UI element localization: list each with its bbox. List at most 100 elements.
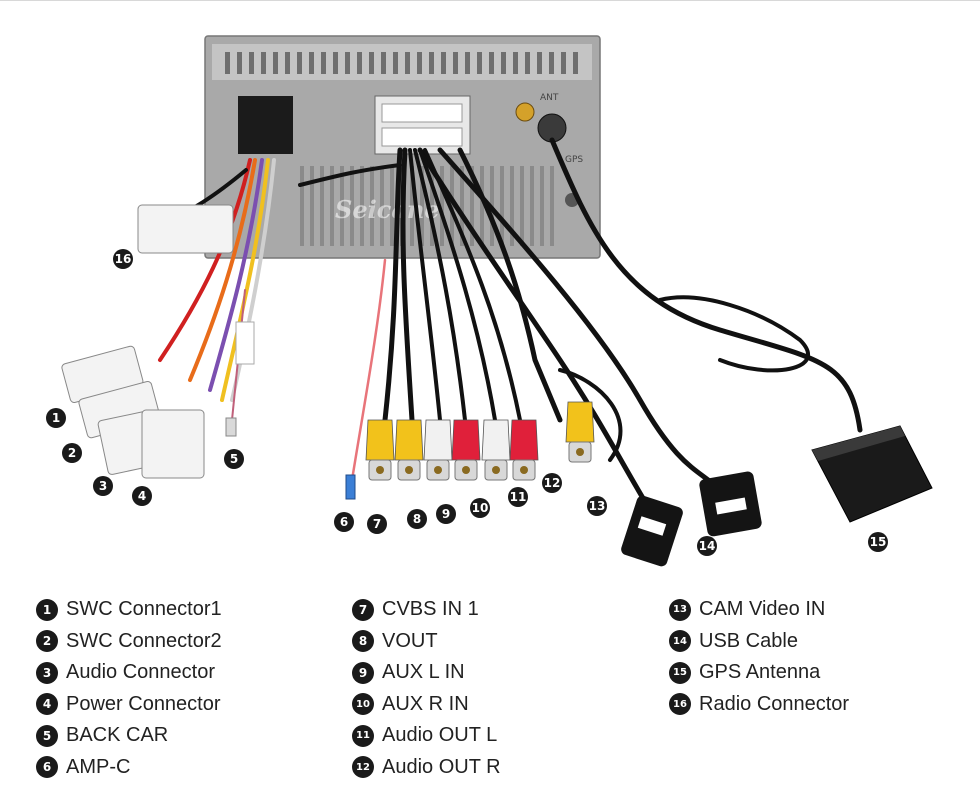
legend-number-badge: 2 (36, 630, 58, 653)
back-car-wire-end (225, 417, 237, 437)
legend-label: VOUT (382, 629, 438, 652)
callout-marker-number: 11 (510, 490, 527, 504)
callout-marker-2: 2 (62, 443, 82, 463)
legend-item: 15 GPS Antenna (669, 657, 849, 689)
legend-item: 14 USB Cable (669, 626, 849, 658)
callout-marker-number: 1 (52, 411, 60, 425)
callout-marker-8: 8 (407, 509, 427, 529)
callout-marker-number: 14 (699, 539, 716, 553)
legend-label: CAM Video IN (699, 598, 826, 621)
callout-marker-14: 14 (697, 536, 717, 556)
callout-marker-3: 3 (93, 476, 113, 496)
legend-label: AMP-C (66, 755, 131, 778)
legend-item: 3 Audio Connector (36, 657, 222, 689)
legend-number-badge: 14 (669, 630, 691, 653)
legend-number-badge: 15 (669, 661, 691, 684)
legend-label: GPS Antenna (699, 661, 821, 684)
callout-marker-number: 3 (99, 479, 107, 493)
legend-label: Audio OUT R (382, 755, 501, 778)
legend-number-badge: 5 (36, 724, 58, 747)
callout-marker-1: 1 (46, 408, 66, 428)
usb-plugs (621, 471, 762, 567)
legend-number-badge: 13 (669, 598, 691, 621)
callout-marker-number: 10 (472, 501, 489, 515)
callout-marker-number: 16 (115, 252, 132, 266)
legend-number-badge: 7 (352, 598, 374, 621)
legend-label: Audio OUT L (382, 724, 498, 747)
legend-number-badge: 12 (352, 756, 374, 779)
callout-marker-number: 6 (340, 515, 348, 529)
rca-plug-audio-out-l (481, 419, 511, 481)
cables (158, 137, 863, 513)
callout-marker-number: 12 (544, 476, 561, 490)
legend-label: BACK CAR (66, 724, 169, 747)
rca-plug-cvbs-in (365, 419, 395, 481)
callout-marker-number: 5 (230, 452, 238, 466)
callout-marker-15: 15 (868, 532, 888, 552)
legend-item: 8 VOUT (352, 626, 501, 658)
radio-connector-plug (137, 204, 234, 254)
legend-column-3: 13 CAM Video IN 14 USB Cable 15 GPS Antenna 16… (669, 594, 849, 720)
legend-label: Audio Connector (66, 661, 215, 684)
legend-number-badge: 10 (352, 693, 374, 716)
legend-item: 13 CAM Video IN (669, 594, 849, 626)
legend-number-badge: 8 (352, 630, 374, 653)
callout-marker-number: 4 (138, 489, 146, 503)
callout-marker-11: 11 (508, 487, 528, 507)
legend-label: SWC Connector2 (66, 629, 222, 652)
legend-number-badge: 11 (352, 724, 374, 747)
rca-plug-aux-r-in (451, 419, 481, 481)
callout-marker-10: 10 (470, 498, 490, 518)
callout-marker-13: 13 (587, 496, 607, 516)
harness-connectors (61, 204, 356, 500)
legend-number-badge: 9 (352, 661, 374, 684)
gps-antenna (811, 425, 933, 523)
callout-marker-6: 6 (334, 512, 354, 532)
legend-number-badge: 3 (36, 661, 58, 684)
top-divider (0, 0, 980, 1)
legend-item: 11 Audio OUT L (352, 720, 501, 752)
rca-plugs (365, 401, 595, 481)
callout-marker-number: 13 (589, 499, 606, 513)
rca-plug-audio-out-r (509, 419, 539, 481)
legend-item: 7 CVBS IN 1 (352, 594, 501, 626)
legend-label: Radio Connector (699, 692, 850, 715)
callout-marker-number: 8 (413, 512, 421, 526)
legend-item: 2 SWC Connector2 (36, 626, 222, 658)
legend-item: 9 AUX L IN (352, 657, 501, 689)
ant-label: ANT (540, 93, 559, 103)
callout-marker-9: 9 (436, 504, 456, 524)
legend-item: 12 Audio OUT R (352, 752, 501, 784)
legend-number-badge: 6 (36, 756, 58, 779)
legend-label: AUX R IN (382, 692, 469, 715)
wiring-diagram: ANT GPS Seicane (46, 35, 933, 567)
callout-marker-4: 4 (132, 486, 152, 506)
legend-label: Power Connector (66, 692, 221, 715)
power-connector-plug (141, 409, 205, 479)
legend-label: USB Cable (699, 629, 798, 652)
callout-marker-number: 15 (870, 535, 887, 549)
callout-marker-16: 16 (113, 249, 133, 269)
legend-label: AUX L IN (382, 661, 465, 684)
callout-marker-number: 7 (373, 517, 381, 531)
radio-harness-port (238, 96, 293, 154)
legend-item: 4 Power Connector (36, 689, 222, 721)
watermark-text: Seicane (335, 195, 440, 224)
legend-item: 5 BACK CAR (36, 720, 222, 752)
callout-marker-12: 12 (542, 473, 562, 493)
legend-label: CVBS IN 1 (382, 598, 479, 621)
legend-number-badge: 4 (36, 693, 58, 716)
legend-number-badge: 1 (36, 598, 58, 621)
callout-marker-5: 5 (224, 449, 244, 469)
rca-plug-cam-video-in (565, 401, 595, 463)
callout-marker-number: 2 (68, 446, 76, 460)
rca-plug-aux-l-in (423, 419, 453, 481)
ant-port-icon (515, 102, 535, 122)
wire-tag (235, 321, 255, 365)
